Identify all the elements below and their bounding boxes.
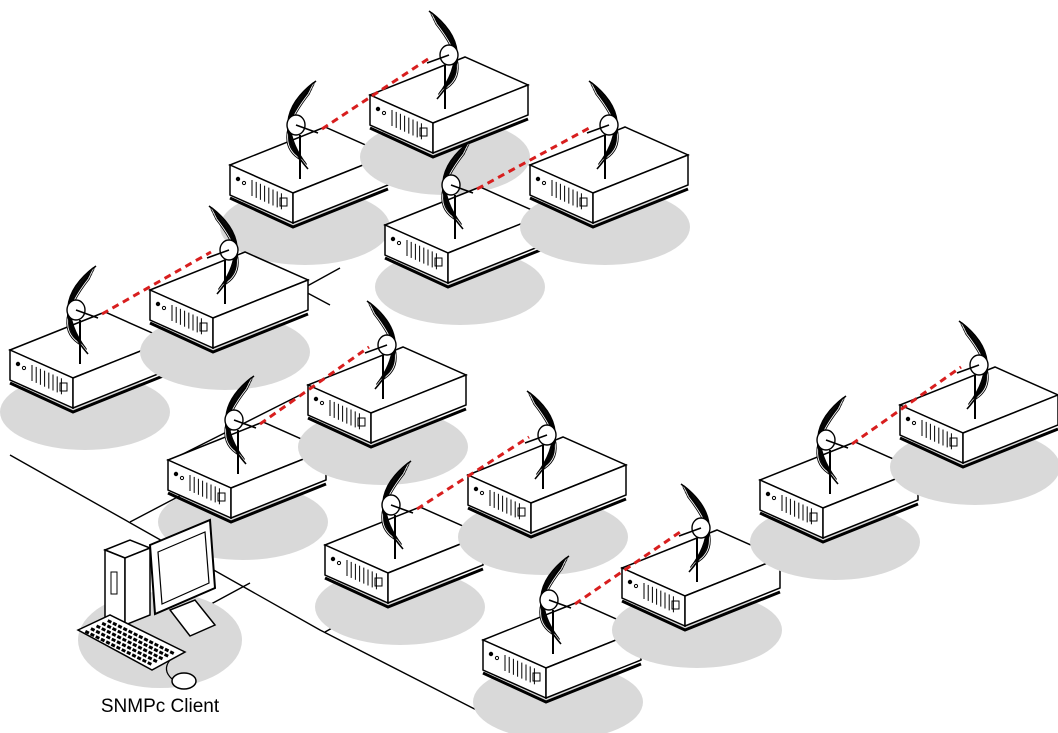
snmpc-client-label: SNMPc Client <box>60 696 260 718</box>
radio-node <box>458 391 628 575</box>
radio-node <box>298 301 468 485</box>
radio-node <box>520 81 690 265</box>
radio-node <box>360 11 530 195</box>
radio-node <box>612 484 782 668</box>
radio-node <box>315 461 485 645</box>
radio-node <box>220 81 390 265</box>
radio-node <box>890 321 1058 505</box>
radio-node <box>750 396 920 580</box>
mouse-icon <box>172 673 196 689</box>
pc-tower-icon <box>105 540 150 625</box>
radio-node <box>473 556 643 733</box>
